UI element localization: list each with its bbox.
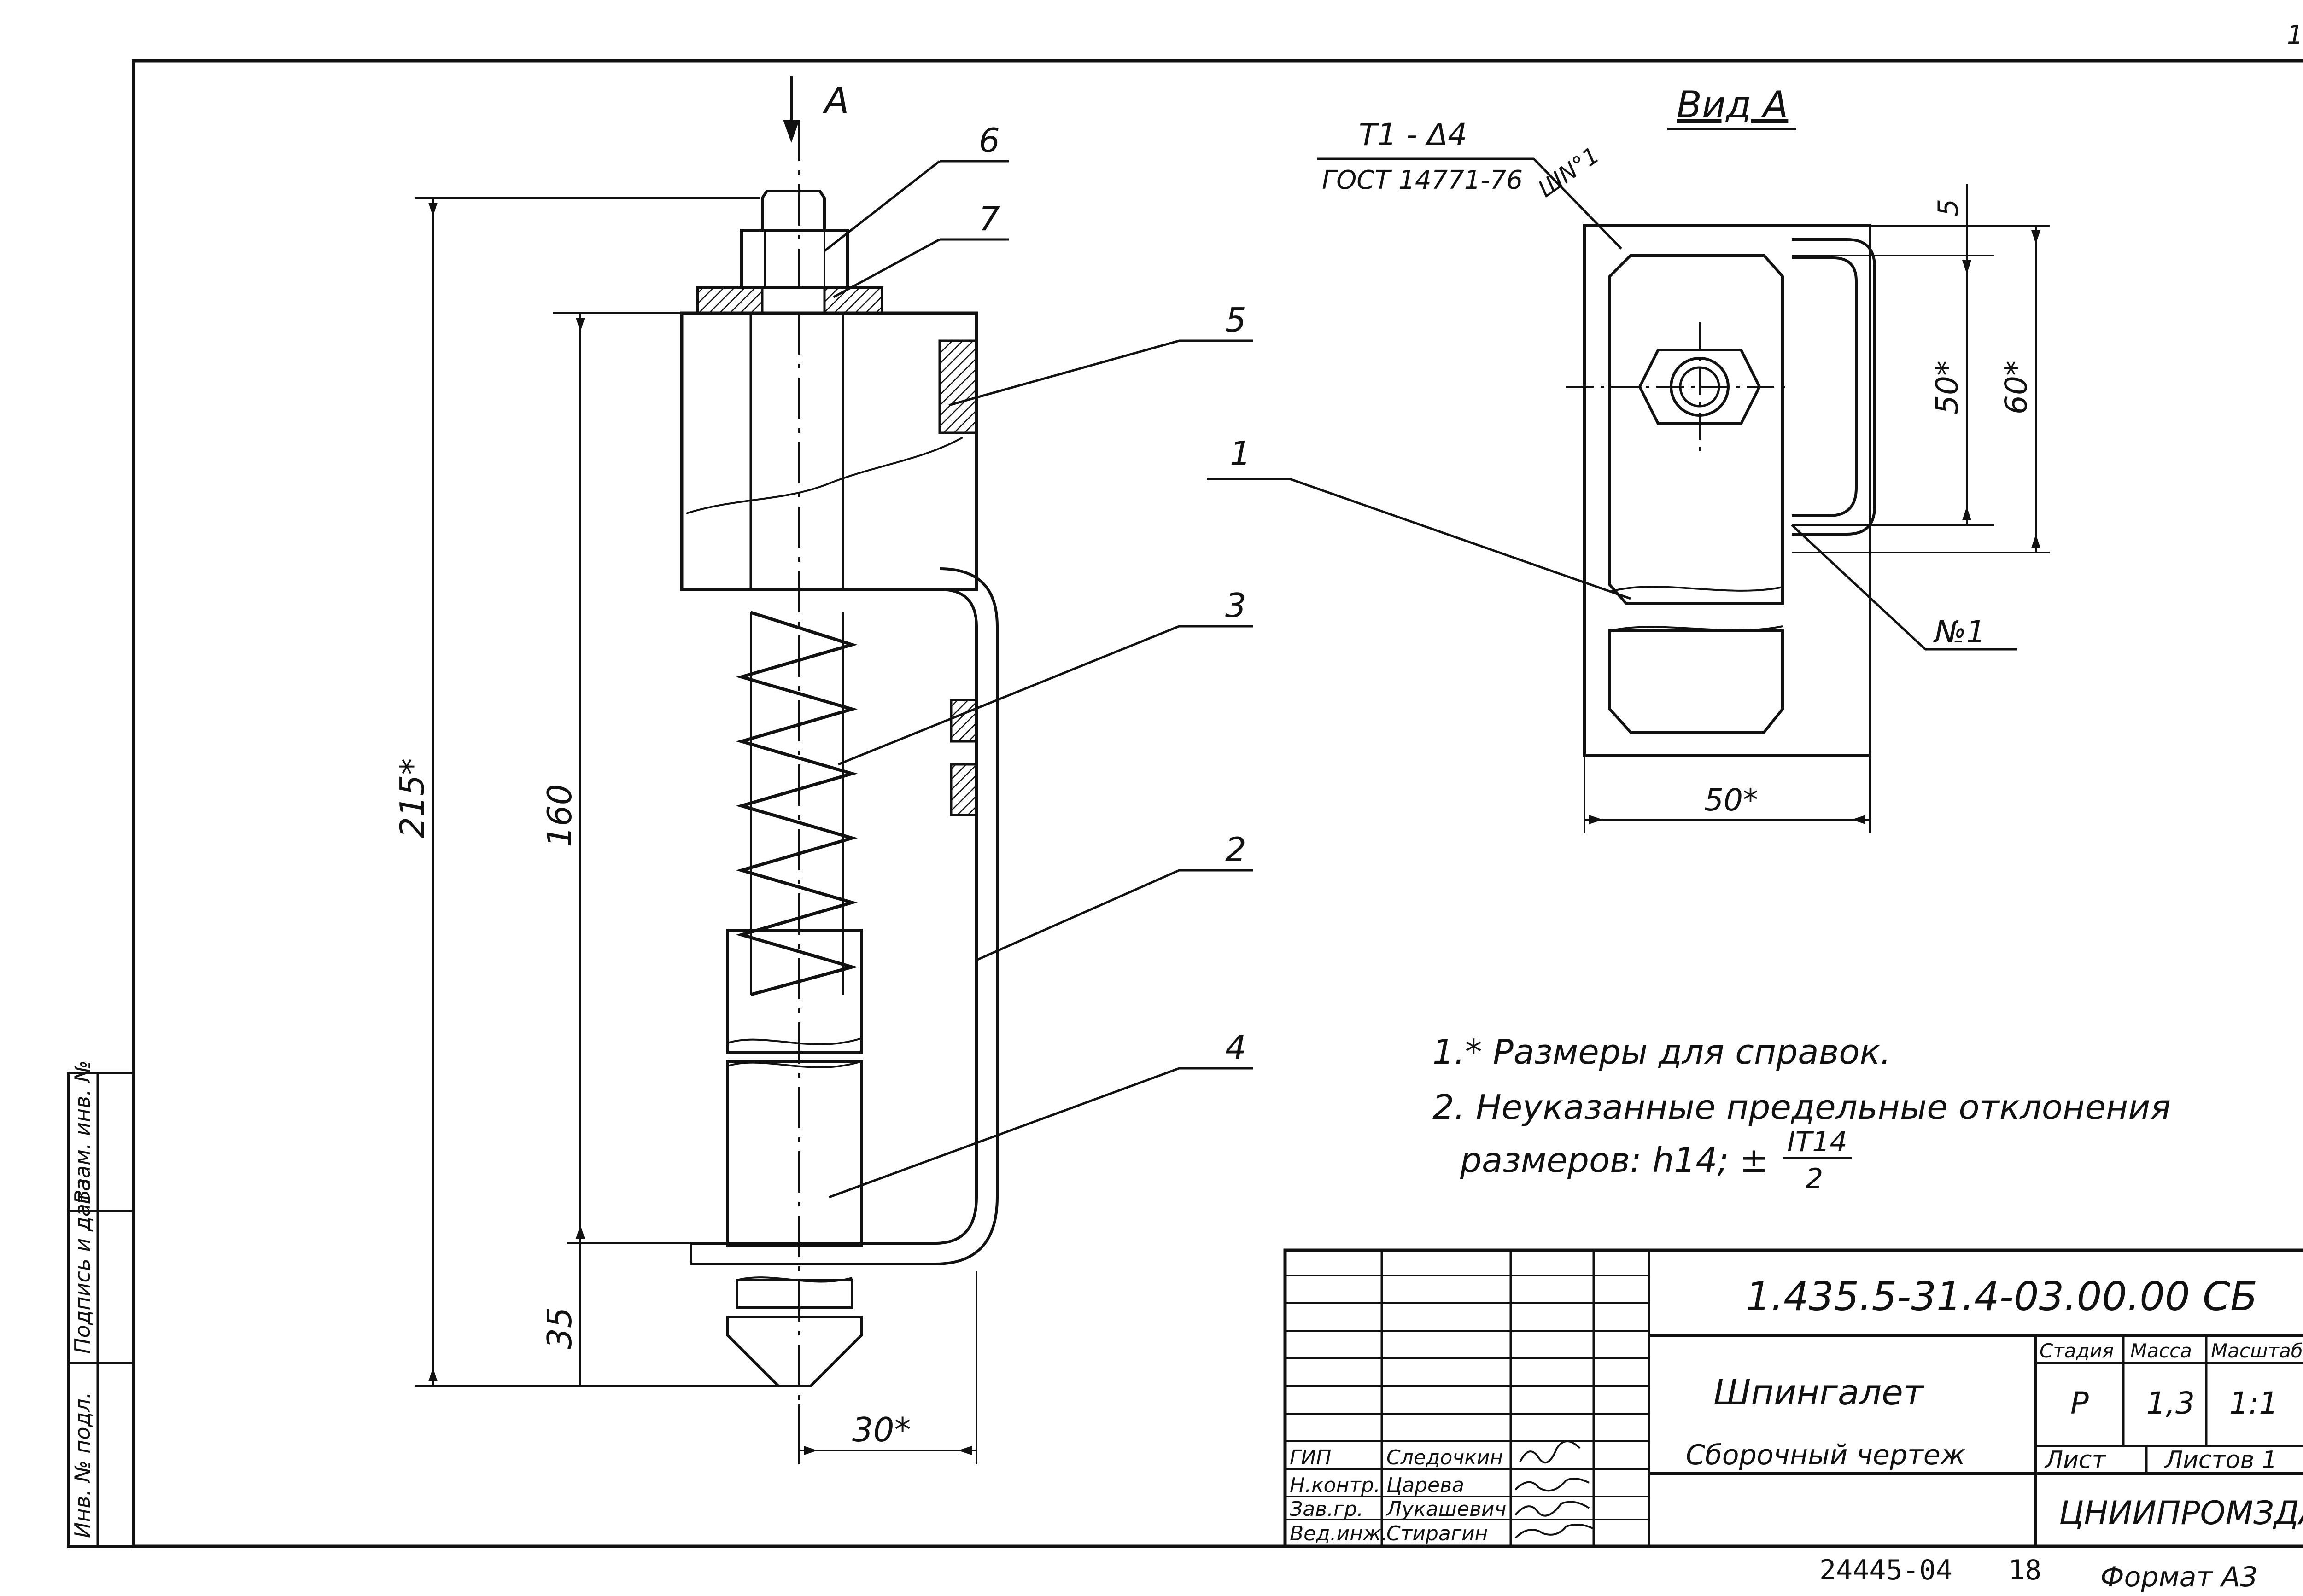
dim-overall-height: 215* bbox=[393, 758, 432, 838]
note-2-line-2: размеров: h14; ± bbox=[1460, 1141, 1768, 1180]
value-mass: 1,3 bbox=[2146, 1386, 2195, 1421]
header-scale: Масштаб bbox=[2211, 1340, 2303, 1362]
name-ved-inzh: Стирагин bbox=[1386, 1522, 1488, 1545]
view-arrow-head bbox=[783, 120, 800, 143]
view-a-dim-bottom: 50* bbox=[1704, 782, 1758, 818]
note-2-line-1: 2. Неуказанные предельные отклонения bbox=[1432, 1088, 2171, 1127]
view-a-weld-mark: №1 bbox=[1933, 614, 1986, 650]
notes: 1.* Размеры для справок. 2. Неуказанные … bbox=[1432, 1032, 2171, 1195]
note-2-frac-bot: 2 bbox=[1806, 1163, 1823, 1195]
dimension-lines bbox=[415, 197, 977, 1464]
view-arrow-label: А bbox=[822, 80, 849, 122]
view-a-plate bbox=[1583, 224, 1871, 757]
view-a-callout-1: 1 bbox=[1230, 434, 1251, 473]
main-view: А bbox=[393, 76, 1253, 1464]
spring-part-3 bbox=[736, 611, 858, 996]
callout-3: 3 bbox=[1225, 586, 1246, 625]
name-n-kontr: Царева bbox=[1386, 1474, 1464, 1497]
signature-1 bbox=[1519, 1440, 1581, 1464]
role-ved-inzh: Вед.инж. bbox=[1290, 1522, 1388, 1545]
name-gip: Следочкин bbox=[1386, 1446, 1503, 1469]
role-n-kontr: Н.контр. bbox=[1290, 1474, 1380, 1497]
dim-tip-height: 35 bbox=[540, 1307, 579, 1349]
organization: ЦНИИПРОМЗДАНИЙ bbox=[2059, 1494, 2303, 1532]
view-a-latch bbox=[1608, 254, 1784, 605]
callout-5: 5 bbox=[1225, 301, 1246, 339]
sheet-number: 17 bbox=[2287, 20, 2303, 50]
tip-collar bbox=[736, 1279, 853, 1309]
view-a-bracket bbox=[1792, 256, 1858, 517]
role-zav-gr: Зав.гр. bbox=[1290, 1497, 1363, 1521]
signature-3 bbox=[1514, 1501, 1590, 1517]
dim-width: 30* bbox=[852, 1410, 911, 1449]
break-line bbox=[686, 437, 963, 514]
product-subname: Сборочный чертеж bbox=[1686, 1439, 1965, 1471]
name-zav-gr: Лукашевич bbox=[1385, 1497, 1507, 1521]
title-block: ГИП Следочкин Н.контр. Царева Зав.гр. Лу… bbox=[1283, 1248, 2303, 1548]
rod-part-4-upper bbox=[726, 929, 863, 1054]
view-a-dim-right: 60* bbox=[1999, 361, 2034, 414]
callout-4: 4 bbox=[1225, 1028, 1246, 1067]
sheets-label: Листов 1 bbox=[2164, 1446, 2277, 1474]
signature-2 bbox=[1514, 1478, 1590, 1492]
header-stage: Стадия bbox=[2040, 1340, 2114, 1362]
rod-part-4 bbox=[726, 1060, 863, 1247]
doc-code: 1.435.5-31.4-03.00.00 СБ bbox=[1746, 1274, 2257, 1320]
weld-standard: ГОСТ 14771-76 bbox=[1322, 165, 1523, 195]
callout-2: 2 bbox=[1225, 830, 1246, 869]
frame-border bbox=[132, 59, 2303, 1548]
header-mass: Масса bbox=[2130, 1340, 2192, 1362]
bracket-part-2 bbox=[682, 567, 999, 1265]
signature-4 bbox=[1514, 1524, 1594, 1539]
vzam-inv-label: Взам. инв. № bbox=[70, 1060, 95, 1204]
product-name: Шпингалет bbox=[1713, 1372, 1925, 1413]
view-a-title: Вид А bbox=[1677, 83, 1788, 126]
bottom-code-num: 18 bbox=[2008, 1554, 2041, 1586]
bolt-thread bbox=[761, 190, 826, 232]
tip-cone bbox=[726, 1316, 863, 1387]
role-gip: ГИП bbox=[1290, 1446, 1332, 1469]
view-a-dim-top: 5 bbox=[1932, 199, 1964, 216]
dim-body-height: 160 bbox=[540, 784, 579, 847]
inv-no-podl-label: Инв. № подл. bbox=[70, 1392, 95, 1538]
value-stage: Р bbox=[2070, 1386, 2089, 1421]
left-strip: Инв. № подл. Подпись и дата Взам. инв. № bbox=[67, 1060, 135, 1548]
sheet-label: Лист bbox=[2044, 1446, 2106, 1474]
note-2-frac-top: IT14 bbox=[1787, 1126, 1847, 1158]
bottom-code: 24445-04 bbox=[1819, 1554, 1952, 1586]
nut-part-6 bbox=[740, 229, 849, 289]
callout-7: 7 bbox=[979, 199, 1000, 238]
note-1: 1.* Размеры для справок. bbox=[1432, 1032, 1891, 1072]
view-a-latch-lower bbox=[1608, 629, 1784, 734]
value-scale: 1:1 bbox=[2229, 1386, 2278, 1421]
view-a-dim-mid: 50* bbox=[1929, 361, 1965, 414]
format-label: Формат А3 bbox=[2100, 1561, 2258, 1593]
signature-date-label: Подпись и дата bbox=[70, 1178, 95, 1354]
callout-6: 6 bbox=[979, 121, 1000, 160]
view-a: Вид А Т1 - Δ4 ГОСТ 14771-76 ШN°1 1 №1 bbox=[1207, 83, 2050, 833]
callout-leaders bbox=[824, 160, 1253, 1199]
weld-symbol-top: Т1 - Δ4 bbox=[1359, 117, 1467, 152]
